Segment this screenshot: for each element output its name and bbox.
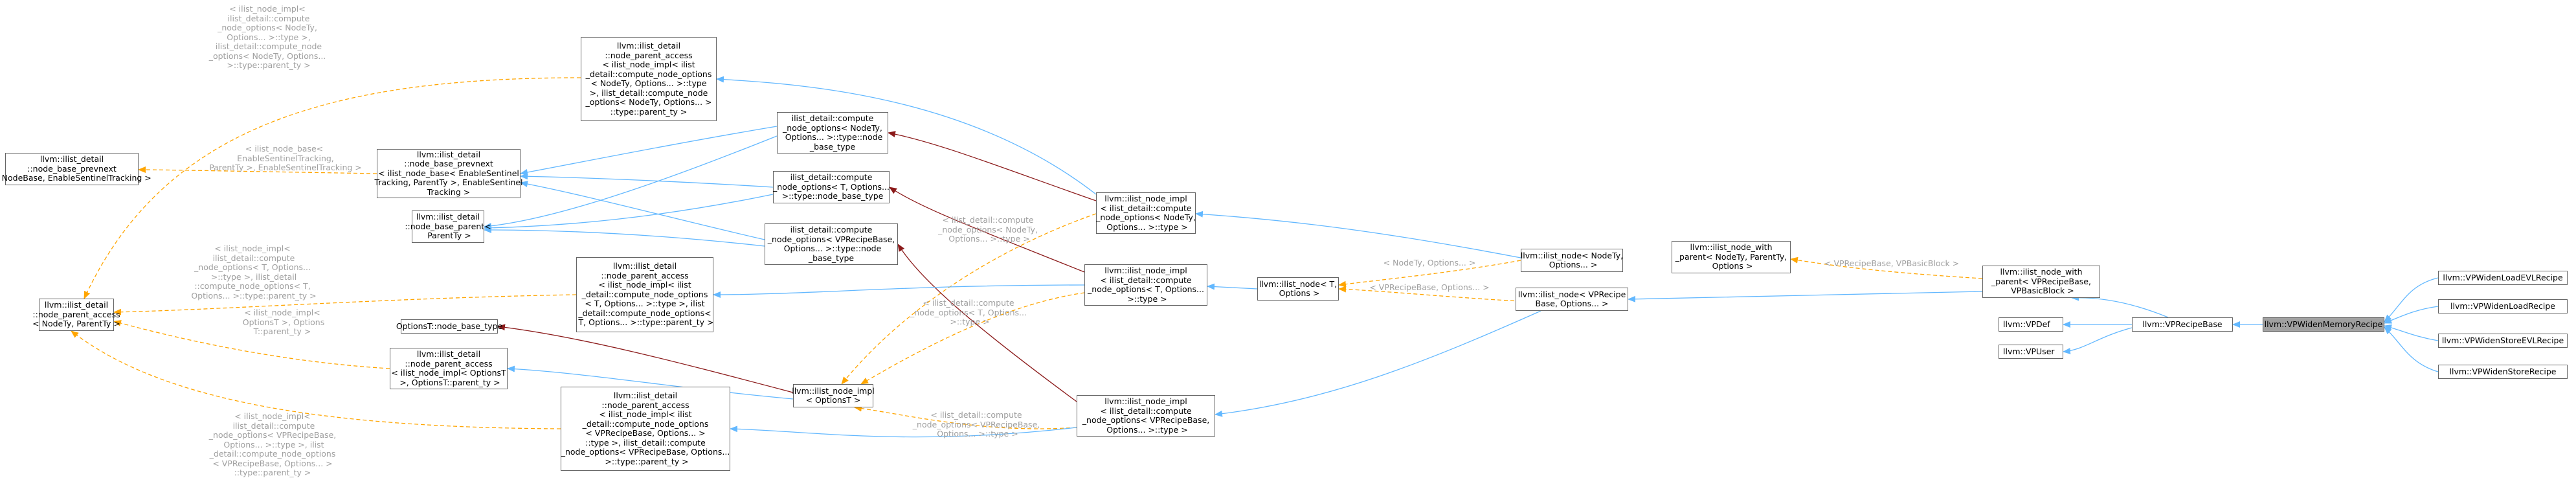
node-ilist-node-with-parent-vprecipebase[interactable]: llvm::ilist_node_with _parent< VPRecipeB… [1982, 266, 2100, 298]
edge-ilist-node-nodety-to-impl [1195, 211, 1521, 258]
edge-impl-optionst-to-parent-access [507, 365, 794, 400]
node-ilist-node-impl-optionst[interactable]: llvm::ilist_node_impl < OptionsT > [792, 384, 875, 407]
node-node-parent-access-t[interactable]: llvm::ilist_detail ::node_parent_access … [576, 257, 713, 332]
node-node-base-prevnext-generic[interactable]: llvm::ilist_detail ::node_base_prevnext … [2, 153, 151, 185]
edge-impl-nodety-template [841, 213, 1097, 385]
node-vpwidenstoreevlrecipe[interactable]: llvm::VPWidenStoreEVLRecipe [2438, 334, 2568, 348]
node-vpwidenloadevlrecipe[interactable]: llvm::VPWidenLoadEVLRecipe [2438, 271, 2568, 285]
edge-impl-vprecipe-to-parent-access [730, 426, 1077, 438]
edge-impl-vprecipe-template [854, 405, 1077, 429]
edge-impl-optionst-to-node-base-type [497, 324, 794, 393]
edge-vprecipebase-to-with-parent [2071, 294, 2169, 318]
edge-parent-access-optionst-template [113, 320, 390, 369]
edge-label-parent-access-vprecipebase: < ilist_node_impl< ilist_detail::compute… [208, 411, 337, 477]
edge-base-type-nodety-to-prevnext [520, 126, 778, 176]
edge-impl-t-template [860, 292, 1085, 385]
node-ilist-node-t-options[interactable]: llvm::ilist_node< T, Options > [1257, 277, 1339, 301]
edge-ilist-node-nodety-template [1338, 260, 1521, 288]
edge-label-node-base-prevnext: < ilist_node_base< EnableSentinelTrackin… [209, 144, 362, 172]
edge-base-type-nodety-to-node-base-parent [484, 135, 778, 229]
edge-base-type-vprecipe-to-node-base-parent [484, 227, 765, 247]
edge-prevnext-template [138, 166, 377, 174]
node-ilist-node-impl-vprecipebase[interactable]: llvm::ilist_node_impl < ilist_detail::co… [1077, 395, 1215, 437]
edge-label-impl-nodety: < ilist_detail::compute _node_options< N… [938, 215, 1038, 244]
edge-parent-access-nodety-template [84, 77, 581, 299]
node-ilist-node-with-parent-generic[interactable]: llvm::ilist_node_with _parent< NodeTy, P… [1672, 241, 1791, 273]
node-node-parent-access-vprecipebase[interactable]: llvm::ilist_detail ::node_parent_access … [561, 387, 730, 471]
node-vpwidenstorerecipe[interactable]: llvm::VPWidenStoreRecipe [2438, 365, 2568, 379]
node-node-parent-access-nodety[interactable]: llvm::ilist_detail ::node_parent_access … [581, 37, 717, 121]
node-vprecipebase[interactable]: llvm::VPRecipeBase [2132, 317, 2233, 332]
edge-label-with-parent: < VPRecipeBase, VPBasicBlock > [1824, 258, 1960, 268]
edge-label-impl-vprecipebase: < ilist_detail::compute _node_options< V… [912, 410, 1040, 438]
edge-with-parent-to-ilist-node [1628, 291, 1983, 302]
node-vpuser[interactable]: llvm::VPUser [1999, 345, 2063, 359]
edge-label-parent-access-nodety: < ilist_node_impl< ilist_detail::compute… [208, 4, 326, 70]
node-ilist-node-impl-nodety[interactable]: llvm::ilist_node_impl < ilist_detail::co… [1096, 192, 1196, 234]
edge-base-type-t-to-prevnext [520, 173, 774, 188]
edge-parent-access-vprecipe-template [71, 330, 561, 429]
node-optionst-node-base-type[interactable]: OptionsT::node_base_type [396, 319, 502, 334]
edge-label-ilist-node-vprecipebase: < VPRecipeBase, Options... > [1369, 282, 1490, 292]
edge-store-to-widenmemory [2384, 326, 2439, 372]
edge-storeevl-to-widenmemory [2384, 324, 2439, 341]
node-vpwidenmemoryrecipe-focus[interactable]: llvm::VPWidenMemoryRecipe [2263, 317, 2384, 332]
node-node-base-parent[interactable]: llvm::ilist_detail ::node_base_parent< P… [405, 211, 491, 243]
edge-with-parent-template [1790, 256, 1983, 279]
edge-impl-nodety-to-base-type [888, 131, 1097, 201]
node-node-parent-access-generic[interactable]: llvm::ilist_detail ::node_parent_access … [32, 299, 120, 331]
edge-impl-vprecipe-to-base-type [897, 244, 1077, 402]
node-ilist-node-nodety[interactable]: llvm::ilist_node< NodeTy, Options... > [1521, 249, 1623, 272]
node-node-base-prevnext-ilist-node-base[interactable]: llvm::ilist_detail ::node_base_prevnext … [374, 149, 523, 198]
node-compute-node-options-vprecipebase-base-type[interactable]: ilist_detail::compute _node_options< VPR… [765, 223, 898, 265]
edge-loadevl-to-widenmemory [2384, 277, 2439, 323]
edge-impl-t-to-base-type [889, 187, 1085, 273]
node-ilist-node-vprecipebase[interactable]: llvm::ilist_node< VPRecipe Base, Options… [1516, 288, 1628, 311]
node-node-parent-access-optionst[interactable]: llvm::ilist_detail ::node_parent_access … [390, 348, 508, 389]
edge-impl-nodety-to-parent-access [716, 76, 1097, 195]
edge-base-type-t-to-node-base-parent [484, 194, 774, 231]
node-vpwidenloadrecipe[interactable]: llvm::VPWidenLoadRecipe [2438, 299, 2568, 313]
edge-label-ilist-node-nodety: < NodeTy, Options... > [1383, 258, 1476, 267]
node-vpdef[interactable]: llvm::VPDef [1999, 317, 2063, 332]
edge-label-parent-access-t: < ilist_node_impl< ilist_detail::compute… [191, 244, 317, 301]
edge-label-impl-t: < ilist_detail::compute _node_options< T… [910, 298, 1027, 326]
edge-base-type-vprecipe-to-prevnext [520, 181, 765, 240]
edge-ilist-node-vprecipe-to-impl [1215, 310, 1541, 417]
node-compute-node-options-t-base-type[interactable]: ilist_detail::compute _node_options< T, … [773, 171, 890, 203]
edge-load-to-widenmemory [2384, 306, 2439, 324]
edge-impl-t-to-parent-access [713, 284, 1085, 298]
node-compute-node-options-nodety-base-type[interactable]: ilist_detail::compute _node_options< Nod… [777, 112, 888, 154]
edge-parent-access-t-template [113, 294, 577, 315]
edge-vprecipebase-to-vpuser [2063, 327, 2133, 354]
edge-ilist-node-t-to-impl [1207, 283, 1258, 290]
edge-label-parent-access-optionst: < ilist_node_impl< OptionsT >, Options T… [242, 308, 325, 336]
node-ilist-node-impl-t[interactable]: llvm::ilist_node_impl < ilist_detail::co… [1084, 264, 1207, 306]
